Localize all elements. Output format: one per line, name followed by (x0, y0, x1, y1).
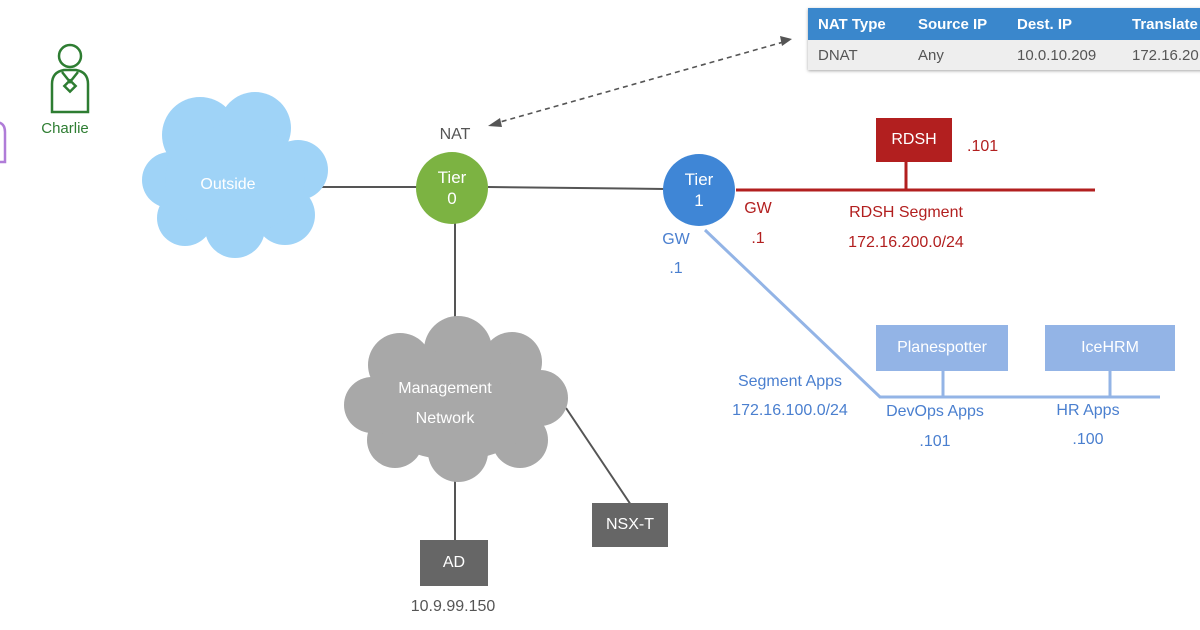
tier1-label-line1: Tier (684, 170, 714, 189)
management-label-line2: Network (415, 410, 475, 427)
nat-table-cell: DNAT (808, 40, 908, 70)
nat-table-header-cell: NAT Type (808, 8, 908, 40)
link-tier0-tier1 (487, 186, 666, 190)
apps-segment-name: Segment Apps (737, 373, 843, 390)
partial-user-icon (0, 121, 7, 164)
tier0-nat-label: NAT (439, 126, 471, 143)
user-icon (50, 43, 90, 114)
link-management-nsxt (565, 407, 632, 506)
nat-rules-table: NAT Type Source IP Dest. IP Translate DN… (808, 8, 1200, 70)
management-cloud-label: Management Network (398, 374, 491, 434)
tier1-label-line2: 1 (694, 191, 704, 210)
apps-segment-cidr: 172.16.100.0/24 (732, 402, 848, 419)
nat-table-header-cell: Translate (1122, 8, 1200, 40)
hr-apps-label: HR Apps (1056, 402, 1120, 419)
tier1-gateway-node[interactable]: Tier 1 (663, 154, 735, 226)
tier0-label-line1: Tier (437, 168, 467, 187)
management-cloud-shape (344, 316, 568, 482)
outside-cloud-shape (142, 92, 328, 258)
nat-table-cell: 10.0.10.209 (1007, 40, 1122, 70)
rdsh-segment-name: RDSH Segment (849, 204, 963, 221)
nat-table-header-row: NAT Type Source IP Dest. IP Translate (808, 8, 1200, 40)
tier0-gateway-node[interactable]: Tier 0 (416, 152, 488, 224)
table-row: DNAT Any 10.0.10.209 172.16.20 (808, 40, 1200, 70)
nat-table-cell: Any (908, 40, 1007, 70)
tier1-apps-gw-label: GW (662, 231, 690, 248)
nat-table-cell: 172.16.20 (1122, 40, 1200, 70)
rdsh-server-box[interactable]: RDSH (876, 118, 952, 162)
tier1-apps-gw-ip: .1 (669, 260, 683, 277)
tier1-rdsh-gw-ip: .1 (751, 230, 765, 247)
icehrm-ip-label: .100 (1072, 431, 1104, 448)
ad-ip-label: 10.9.99.150 (410, 598, 496, 615)
planespotter-ip-label: .101 (919, 433, 951, 450)
apps-segment-line (703, 228, 1160, 399)
devops-apps-label: DevOps Apps (886, 403, 984, 420)
nsxt-manager-box[interactable]: NSX-T (592, 503, 668, 547)
user-name-label: Charlie (41, 120, 89, 137)
nat-association-arrow (488, 36, 792, 127)
tier1-rdsh-gw-label: GW (744, 200, 772, 217)
nat-table-header-cell: Source IP (908, 8, 1007, 40)
ad-server-box[interactable]: AD (420, 540, 488, 586)
management-label-line1: Management (398, 380, 492, 397)
rdsh-segment-cidr: 172.16.200.0/24 (848, 234, 964, 251)
rdsh-ip-label: .101 (967, 138, 999, 155)
nat-table-header-cell: Dest. IP (1007, 8, 1122, 40)
outside-cloud-label: Outside (200, 176, 256, 193)
planespotter-app-box[interactable]: Planespotter (876, 325, 1008, 371)
icehrm-app-box[interactable]: IceHRM (1045, 325, 1175, 371)
tier0-label-line2: 0 (447, 189, 457, 208)
